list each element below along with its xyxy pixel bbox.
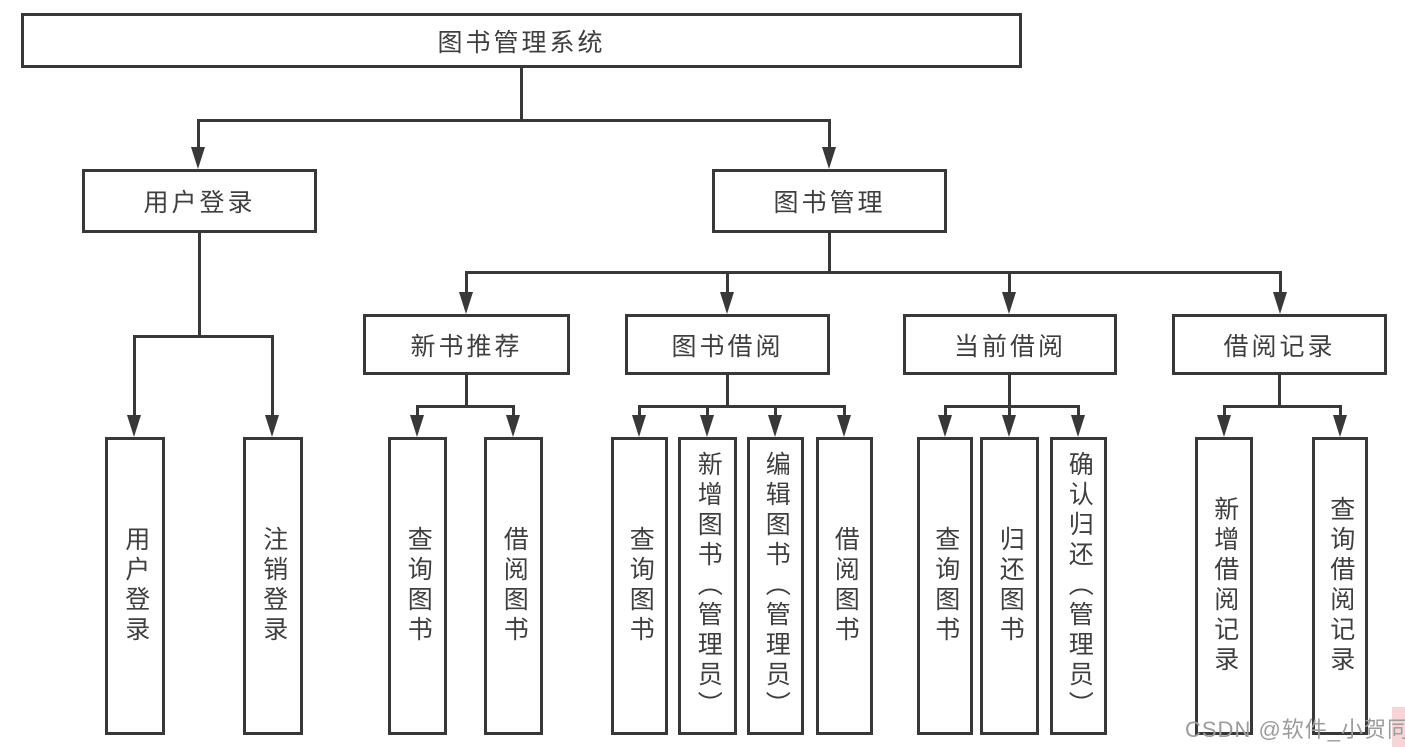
leaf-add-borrow-record: 新增借阅记录 xyxy=(1195,437,1253,735)
arrowhead-down-icon xyxy=(410,415,424,437)
leaf-borrow-books-label: 借阅图书 xyxy=(831,526,860,646)
leaf-query-borrow-record-label: 查询借阅记录 xyxy=(1326,496,1355,676)
arrowhead-down-icon xyxy=(720,292,734,314)
connector-stub xyxy=(706,405,709,417)
node-book-management-label: 图书管理 xyxy=(773,189,886,217)
connector-stub xyxy=(1008,405,1011,417)
leaf-query-borrow-record: 查询借阅记录 xyxy=(1312,437,1368,735)
leaf-edit-books-admin: 编辑图书（管理员） xyxy=(747,437,804,735)
arrowhead-down-icon xyxy=(1273,292,1287,314)
arrowhead-down-icon xyxy=(1217,415,1231,437)
connector-stub xyxy=(1279,271,1282,294)
leaf-query-books-recommend: 查询图书 xyxy=(388,437,447,735)
node-new-book-recommend-label: 新书推荐 xyxy=(410,332,523,361)
connector-hline xyxy=(1223,405,1342,408)
connector-stub xyxy=(726,271,729,294)
connector-stub xyxy=(944,405,947,417)
arrowhead-down-icon xyxy=(459,292,473,314)
connector-hline xyxy=(638,405,846,408)
node-current-borrow: 当前借阅 xyxy=(903,314,1117,375)
arrowhead-down-icon xyxy=(1002,415,1016,437)
watermark: CSDN @软件_小贺同学 xyxy=(1185,717,1405,742)
node-user-login-label: 用户登录 xyxy=(143,189,256,217)
arrowhead-down-icon xyxy=(1333,415,1347,437)
arrowhead-down-icon xyxy=(127,415,141,437)
leaf-borrow-books-recommend: 借阅图书 xyxy=(484,437,543,735)
leaf-edit-books-admin-label: 编辑图书（管理员） xyxy=(762,451,791,721)
node-current-borrow-label: 当前借阅 xyxy=(953,332,1066,361)
connector-vline xyxy=(520,68,523,122)
arrowhead-down-icon xyxy=(265,415,279,437)
connector-hline xyxy=(197,119,831,122)
arrowhead-down-icon xyxy=(837,415,851,437)
connector-stub xyxy=(774,405,777,417)
connector-vline xyxy=(465,375,468,408)
node-book-management: 图书管理 xyxy=(712,169,947,233)
leaf-add-borrow-record-label: 新增借阅记录 xyxy=(1210,496,1239,676)
connector-vline xyxy=(1278,375,1281,408)
leaf-add-books-admin-label: 新增图书（管理员） xyxy=(694,451,723,721)
connector-stub xyxy=(465,271,468,294)
leaf-logout: 注销登录 xyxy=(243,437,303,735)
leaf-query-books-borrow: 查询图书 xyxy=(611,437,668,735)
connector-hline xyxy=(416,405,515,408)
node-book-borrow-label: 图书借阅 xyxy=(671,332,784,361)
leaf-query-books-borrow-label: 查询图书 xyxy=(626,526,655,646)
arrowhead-down-icon xyxy=(1071,415,1085,437)
connector-hline xyxy=(133,335,274,338)
connector-stub xyxy=(416,405,419,417)
connector-hline xyxy=(465,271,1282,274)
leaf-query-books-current: 查询图书 xyxy=(917,437,973,735)
leaf-borrow-books: 借阅图书 xyxy=(816,437,873,735)
connector-stub xyxy=(512,405,515,417)
connector-stub xyxy=(828,119,831,150)
connector-stub xyxy=(843,405,846,417)
connector-stub xyxy=(271,335,274,417)
connector-stub xyxy=(1008,271,1011,294)
connector-vline xyxy=(198,233,201,336)
arrowhead-down-icon xyxy=(768,415,782,437)
leaf-confirm-return-admin-label: 确认归还（管理员） xyxy=(1065,451,1094,721)
arrowhead-down-icon xyxy=(632,415,646,437)
node-new-book-recommend: 新书推荐 xyxy=(363,314,570,375)
leaf-borrow-books-recommend-label: 借阅图书 xyxy=(500,526,529,646)
connector-vline xyxy=(1008,375,1011,408)
connector-vline xyxy=(726,375,729,408)
arrowhead-down-icon xyxy=(700,415,714,437)
node-book-borrow: 图书借阅 xyxy=(625,314,830,375)
leaf-logout-label: 注销登录 xyxy=(259,526,288,646)
node-borrow-records: 借阅记录 xyxy=(1172,314,1387,375)
leaf-user-login: 用户登录 xyxy=(105,437,165,735)
node-root-label: 图书管理系统 xyxy=(437,28,606,57)
connector-stub xyxy=(197,119,200,150)
connector-stub xyxy=(638,405,641,417)
leaf-confirm-return-admin: 确认归还（管理员） xyxy=(1050,437,1107,735)
leaf-query-books-recommend-label: 查询图书 xyxy=(404,526,433,646)
node-user-login: 用户登录 xyxy=(82,169,317,233)
connector-stub xyxy=(133,335,136,417)
leaf-return-books-label: 归还图书 xyxy=(996,526,1025,646)
node-borrow-records-label: 借阅记录 xyxy=(1223,332,1336,361)
connector-hline xyxy=(944,405,1080,408)
arrowhead-down-icon xyxy=(938,415,952,437)
arrowhead-down-icon xyxy=(506,415,520,437)
leaf-return-books: 归还图书 xyxy=(980,437,1039,735)
leaf-query-books-current-label: 查询图书 xyxy=(931,526,960,646)
leaf-user-login-label: 用户登录 xyxy=(121,526,150,646)
arrowhead-down-icon xyxy=(1002,292,1016,314)
node-root: 图书管理系统 xyxy=(21,13,1022,68)
leaf-add-books-admin: 新增图书（管理员） xyxy=(678,437,737,735)
arrowhead-down-icon xyxy=(822,147,836,169)
connector-stub xyxy=(1077,405,1080,417)
connector-vline xyxy=(828,233,831,274)
connector-stub xyxy=(1223,405,1226,417)
watermark-accent xyxy=(1392,707,1405,747)
connector-stub xyxy=(1339,405,1342,417)
arrowhead-down-icon xyxy=(191,147,205,169)
